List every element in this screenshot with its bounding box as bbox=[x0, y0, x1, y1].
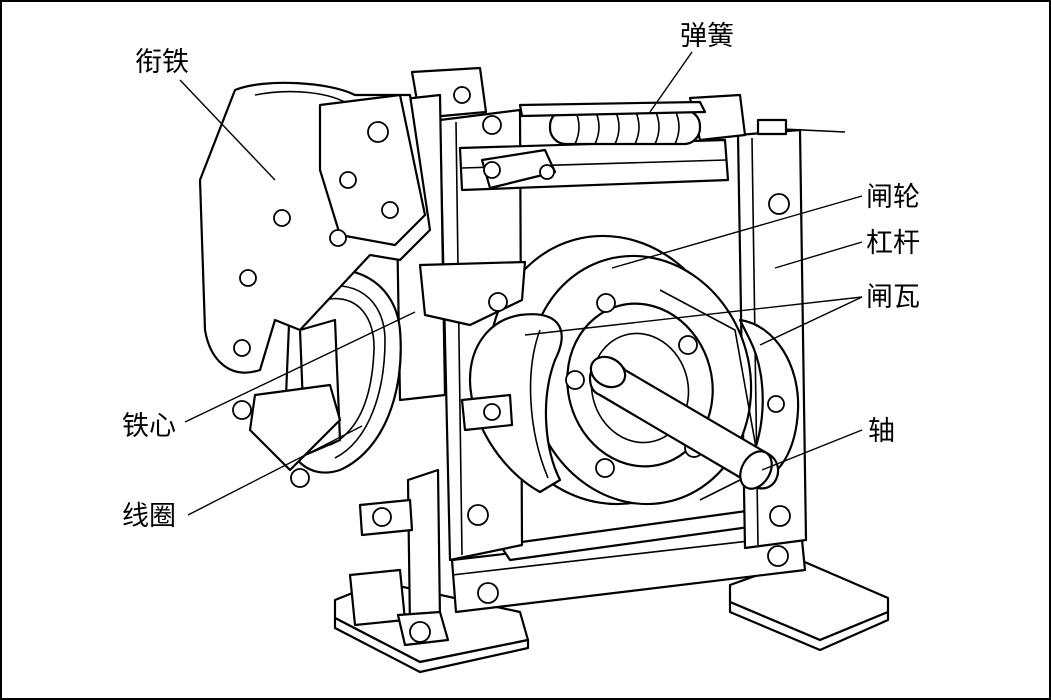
armature bbox=[198, 81, 432, 374]
leader-iron-core bbox=[184, 311, 416, 423]
leader-brake-shoe-a bbox=[524, 296, 863, 336]
coil-core-assembly bbox=[232, 268, 402, 488]
leader-shaft bbox=[761, 429, 863, 471]
label-iron-core: 铁心 bbox=[122, 411, 176, 442]
label-brake-shoe: 闸瓦 bbox=[866, 282, 920, 313]
leader-brake-wheel bbox=[611, 195, 863, 269]
leader-coil bbox=[187, 425, 363, 516]
leader-brake-shoe-b bbox=[759, 296, 863, 346]
shaft bbox=[588, 355, 780, 490]
label-coil: 线圈 bbox=[122, 501, 176, 532]
label-spring: 弹簧 bbox=[680, 21, 734, 52]
label-brake-wheel: 闸轮 bbox=[866, 182, 920, 213]
bottom-beam bbox=[450, 503, 807, 614]
leader-armature bbox=[179, 79, 276, 181]
leader-lever bbox=[774, 241, 863, 269]
brake-shoe-right bbox=[659, 289, 800, 501]
brake-shoe-left bbox=[460, 313, 563, 494]
label-shaft: 轴 bbox=[868, 416, 895, 447]
leader-spring bbox=[649, 51, 693, 113]
leader-lines bbox=[179, 51, 863, 516]
label-armature: 衔铁 bbox=[135, 47, 189, 78]
spring-assembly bbox=[458, 100, 846, 192]
label-lever: 杠杆 bbox=[866, 228, 920, 259]
